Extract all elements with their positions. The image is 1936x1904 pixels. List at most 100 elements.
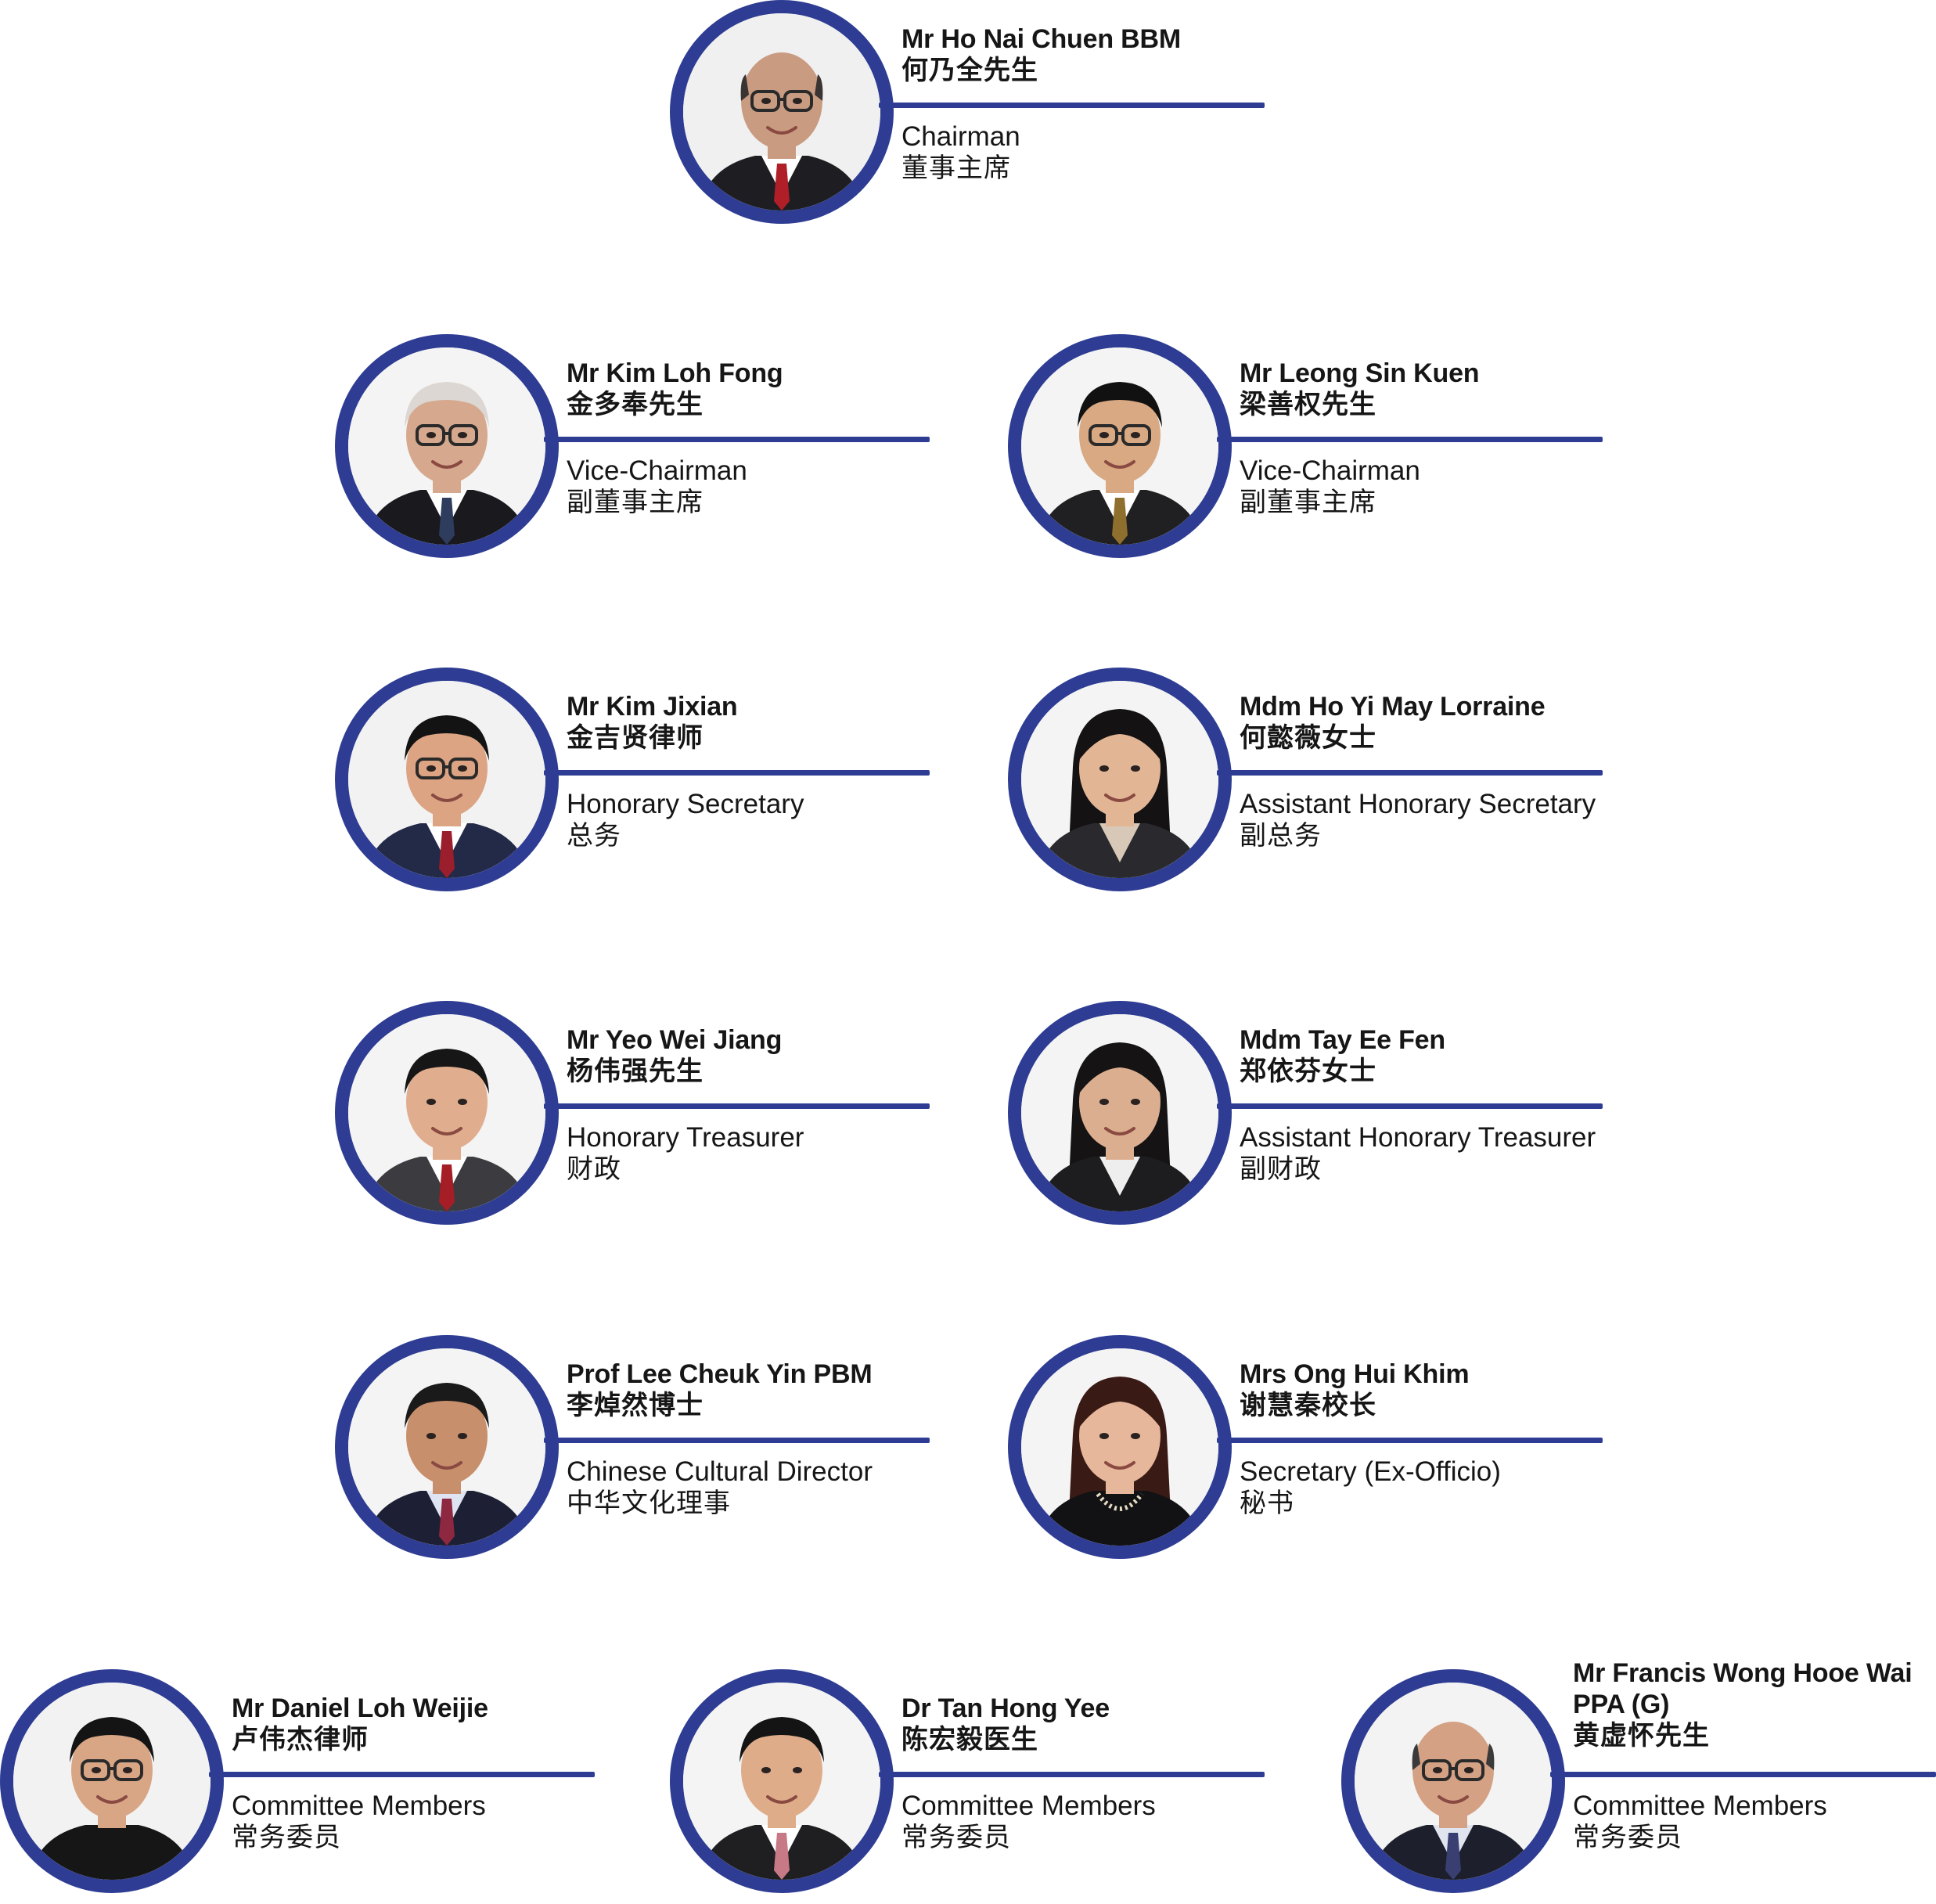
portrait-eye-left xyxy=(426,432,436,438)
portrait-hair-top xyxy=(1078,1049,1162,1096)
member-name-block: Dr Tan Hong Yee 陈宏毅医生 xyxy=(901,1693,1496,1755)
portrait-shirt xyxy=(1099,823,1140,862)
member-name-cn: 金多奉先生 xyxy=(567,390,704,419)
portrait-eye-right xyxy=(793,98,802,104)
member-role-en: Vice-Chairman xyxy=(567,455,747,486)
member-name-en: Mr Leong Sin Kuen xyxy=(1240,358,1480,388)
portrait-mouth xyxy=(766,1795,797,1804)
portrait-necklace xyxy=(1096,1492,1144,1511)
member-role-cn: 董事主席 xyxy=(901,153,1011,183)
member-name-en: Mr Ho Nai Chuen BBM xyxy=(901,24,1181,54)
member-card-committee-member: Mr Daniel Loh Weijie 卢伟杰律师 Committee Mem… xyxy=(0,1669,783,1904)
member-photo xyxy=(1008,1335,1232,1559)
portrait-tie xyxy=(1112,498,1128,545)
portrait-avatar xyxy=(1355,1683,1552,1880)
member-role-cn: 副财政 xyxy=(1240,1154,1322,1184)
member-role-block: Committee Members 常务委员 xyxy=(901,1791,1496,1853)
member-role-en: Vice-Chairman xyxy=(1240,455,1420,486)
portrait-tie xyxy=(439,1164,455,1211)
member-role-en: Assistant Honorary Treasurer xyxy=(1240,1122,1596,1153)
portrait-tie xyxy=(439,1499,455,1546)
divider-line xyxy=(879,1772,1265,1777)
portrait-hair-left xyxy=(740,74,749,101)
member-role-block: Committee Members 常务委员 xyxy=(1573,1791,1936,1853)
member-name-en-suffix: PPA (G) xyxy=(1573,1690,1670,1719)
portrait-avatar xyxy=(348,681,545,878)
member-role-cn: 副董事主席 xyxy=(1240,488,1376,517)
portrait-avatar xyxy=(348,1348,545,1546)
member-name-en: Mdm Tay Ee Fen xyxy=(1240,1025,1445,1055)
member-card-committee-member: Mr Francis Wong Hooe Wai PPA (G) 黄虚怀先生 C… xyxy=(1341,1658,1936,1904)
portrait-shirt xyxy=(1099,1157,1140,1196)
portrait-hair-top xyxy=(739,1717,824,1762)
portrait-mouth xyxy=(431,460,462,469)
portrait-mouth xyxy=(1438,1795,1469,1804)
member-role-block: Chinese Cultural Director 中华文化理事 xyxy=(567,1456,1161,1519)
portrait-hair-top xyxy=(405,382,489,427)
member-photo xyxy=(335,1335,559,1559)
member-role-en: Assistant Honorary Secretary xyxy=(1240,789,1596,819)
portrait-hair-top xyxy=(405,1049,489,1094)
member-name-block: Mrs Ong Hui Khim 谢慧秦校长 xyxy=(1240,1359,1834,1421)
portrait-hair-top xyxy=(1078,382,1162,427)
member-name-block: Prof Lee Cheuk Yin PBM 李焯然博士 xyxy=(567,1359,1161,1421)
portrait-eye-right xyxy=(1131,432,1140,438)
portrait-eye-right xyxy=(793,1767,802,1773)
member-role-cn: 副董事主席 xyxy=(567,488,704,517)
member-role-cn: 常务委员 xyxy=(1573,1823,1682,1852)
member-name-en: Mr Kim Loh Fong xyxy=(567,358,783,388)
member-role-block: Committee Members 常务委员 xyxy=(232,1791,826,1853)
member-name-block: Mr Daniel Loh Weijie 卢伟杰律师 xyxy=(232,1693,826,1755)
member-name-block: Mr Kim Jixian 金吉贤律师 xyxy=(567,691,1161,754)
member-name-cn: 卢伟杰律师 xyxy=(232,1725,369,1755)
member-name-cn: 金吉贤律师 xyxy=(567,723,704,753)
portrait-avatar xyxy=(1021,1348,1218,1546)
portrait-avatar xyxy=(1021,1014,1218,1211)
member-card-chairman: Mr Ho Nai Chuen BBM 何乃全先生 Chairman 董事主席 xyxy=(670,0,1452,235)
portrait-mouth xyxy=(1104,1461,1135,1470)
divider-line xyxy=(879,103,1265,108)
member-photo xyxy=(1008,668,1232,891)
divider-line xyxy=(544,1103,930,1109)
member-role-en: Committee Members xyxy=(232,1791,486,1821)
portrait-eye-left xyxy=(92,1767,101,1773)
portrait-mouth xyxy=(431,1461,462,1470)
divider-line xyxy=(544,437,930,442)
portrait-eye-right xyxy=(123,1767,132,1773)
portrait-shirt xyxy=(92,1825,132,1864)
member-name-cn: 杨伟强先生 xyxy=(567,1056,704,1086)
portrait-avatar xyxy=(683,1683,880,1880)
divider-line xyxy=(209,1772,595,1777)
portrait-mouth xyxy=(1104,460,1135,469)
member-name-cn: 梁善权先生 xyxy=(1240,390,1376,419)
member-role-block: Vice-Chairman 副董事主席 xyxy=(1240,455,1834,518)
divider-line xyxy=(1217,770,1603,776)
member-name-cn: 何乃全先生 xyxy=(901,56,1038,85)
portrait-eye-right xyxy=(458,432,467,438)
portrait-tie xyxy=(439,498,455,545)
portrait-eye-left xyxy=(761,1767,771,1773)
divider-line xyxy=(1217,437,1603,442)
portrait-tie xyxy=(774,1833,790,1880)
member-card-secretary-ex-officio: Mrs Ong Hui Khim 谢慧秦校长 Secretary (Ex-Off… xyxy=(1008,1335,1790,1570)
member-role-block: Secretary (Ex-Officio) 秘书 xyxy=(1240,1456,1834,1519)
member-name-block: Mr Kim Loh Fong 金多奉先生 xyxy=(567,358,1161,420)
portrait-hair-top xyxy=(405,715,489,761)
member-card-committee-member: Dr Tan Hong Yee 陈宏毅医生 Committee Members … xyxy=(670,1669,1452,1904)
member-name-block: Mr Leong Sin Kuen 梁善权先生 xyxy=(1240,358,1834,420)
divider-line xyxy=(544,1438,930,1443)
portrait-eye-left xyxy=(1099,432,1109,438)
member-name-cn: 李焯然博士 xyxy=(567,1391,704,1420)
member-name-en: Mdm Ho Yi May Lorraine xyxy=(1240,692,1546,722)
portrait-mouth xyxy=(766,126,797,135)
member-role-en: Honorary Secretary xyxy=(567,789,804,819)
divider-line xyxy=(1217,1103,1603,1109)
member-role-en: Chinese Cultural Director xyxy=(567,1456,873,1487)
portrait-tie xyxy=(1445,1833,1461,1880)
member-photo xyxy=(0,1669,224,1893)
member-name-en: Mrs Ong Hui Khim xyxy=(1240,1359,1470,1389)
portrait-avatar xyxy=(683,13,880,211)
portrait-face xyxy=(406,1388,488,1485)
member-role-cn: 中华文化理事 xyxy=(567,1488,731,1518)
member-role-block: Chairman 董事主席 xyxy=(901,121,1496,184)
